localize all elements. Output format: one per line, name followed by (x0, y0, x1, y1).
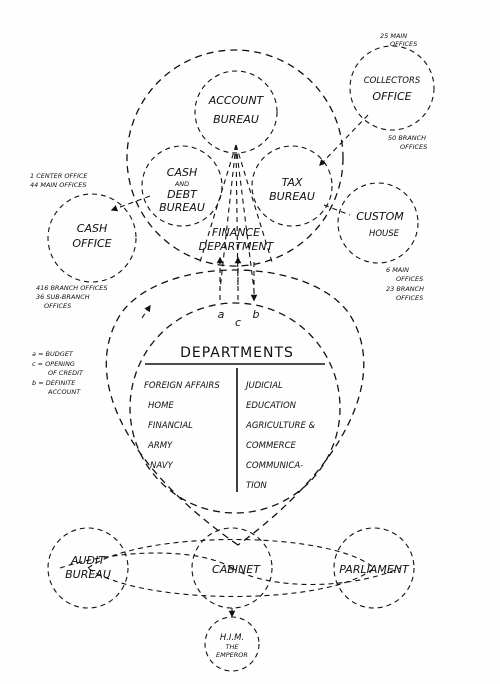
cash-office-label-1: CASH (77, 222, 107, 235)
cashdebt-to-cashoffice (110, 195, 151, 212)
custom-house-label-1: CUSTOM (356, 210, 404, 223)
flow-label-b: b (253, 308, 260, 321)
tax-to-custom (323, 204, 351, 216)
custom-house-circle (337, 182, 419, 264)
tax-bureau-circle (251, 145, 333, 227)
dept-left-2: HOME (148, 401, 174, 411)
cash-debt-label-4: BUREAU (159, 201, 205, 214)
custom-note-2: OFFICES (396, 275, 423, 283)
account-bureau-label-1: ACCOUNT (208, 94, 265, 107)
cash-office-top-note-1: 1 CENTER OFFICE (30, 172, 88, 180)
collectors-main-note-1: 25 MAIN (380, 32, 407, 40)
dept-left-1: FOREIGN AFFAIRS (144, 381, 220, 391)
emperor-label-1: H.I.M. (220, 633, 244, 643)
emperor-label-3: EMPEROR (216, 651, 248, 659)
legend-line-1: a = BUDGET (32, 350, 74, 358)
cash-debt-label-1: CASH (167, 166, 197, 179)
finance-label-1: FINANCE (212, 226, 260, 239)
legend-line-2: c = OPENING (32, 360, 75, 368)
cash-office-top-note-2: 44 MAIN OFFICES (30, 181, 87, 189)
collectors-branch-note-2: OFFICES (400, 143, 427, 151)
collectors-office-circle (349, 45, 435, 131)
cash-office-bottom-note-3: OFFICES (44, 302, 71, 310)
dept-right-6: TION (246, 481, 267, 491)
tax-bureau-label-1: TAX (282, 176, 303, 189)
collectors-label-1: COLLECTORS (364, 76, 421, 86)
cash-office-label-2: OFFICE (72, 237, 111, 250)
custom-house-label-2: HOUSE (369, 229, 400, 239)
dept-right-5: COMMUNICA- (246, 461, 303, 471)
cash-office-bottom-note-1: 416 BRANCH OFFICES (36, 284, 108, 292)
loop-arrow-left (141, 304, 151, 319)
audit-bureau-circle (47, 527, 129, 609)
cabinet-label: CABINET (212, 563, 261, 576)
dept-left-3: FINANCIAL (148, 421, 193, 431)
collectors-branch-note-1: 50 BRANCH (388, 134, 426, 142)
cash-debt-label-3: DEBT (167, 188, 198, 201)
cabinet-link-lens (87, 538, 375, 598)
dept-right-1: JUDICIAL (244, 381, 283, 391)
emperor-label-2: THE (226, 643, 240, 651)
dept-left-5: NAVY (150, 461, 174, 471)
audit-label-2: BUREAU (65, 568, 111, 581)
flow-line-a-up (219, 144, 237, 291)
dept-right-3: AGRICULTURE & (245, 421, 316, 431)
departments-loop (105, 269, 365, 546)
custom-note-4: OFFICES (396, 294, 423, 302)
departments-title: DEPARTMENTS (180, 345, 294, 361)
cash-debt-label-2: AND (174, 180, 189, 188)
flow-line-left (199, 144, 237, 263)
flow-label-a: a (218, 308, 225, 321)
cabinet-circle (191, 527, 273, 609)
dept-right-2: EDUCATION (246, 401, 297, 411)
cabinet-parliament-link (231, 567, 401, 586)
tax-bureau-label-2: BUREAU (269, 190, 315, 203)
finance-label-2: DEPARTMENT (199, 240, 275, 253)
flow-line-b-up (235, 144, 255, 291)
collectors-label-2: OFFICE (372, 90, 411, 103)
account-bureau-label-2: BUREAU (213, 113, 259, 126)
parliament-label: PARLIAMENT (339, 563, 410, 576)
flow-label-c: c (235, 316, 241, 329)
legend-line-3: OF CREDIT (48, 369, 84, 377)
legend-line-4: b = DEFINITE (32, 379, 76, 387)
custom-note-1: 6 MAIN (386, 266, 409, 274)
custom-note-3: 23 BRANCH (386, 285, 424, 293)
dept-right-4: COMMERCE (246, 441, 297, 451)
cash-debt-bureau-circle (141, 145, 223, 227)
flow-line-c-up (235, 144, 239, 291)
cash-office-circle (47, 193, 137, 283)
legend-line-5: ACCOUNT (47, 388, 81, 396)
cash-office-bottom-note-2: 36 SUB-BRANCH (36, 293, 90, 301)
finance-department-circle (126, 49, 344, 267)
collectors-main-note-2: OFFICES (390, 40, 417, 48)
flow-line-right (235, 144, 273, 263)
dept-left-4: ARMY (147, 441, 173, 451)
parliament-circle (333, 527, 415, 609)
account-bureau-circle (194, 70, 278, 154)
audit-label-1: AUDIT (70, 554, 106, 567)
departments-circle (129, 302, 341, 514)
collectors-to-tax (319, 114, 369, 166)
